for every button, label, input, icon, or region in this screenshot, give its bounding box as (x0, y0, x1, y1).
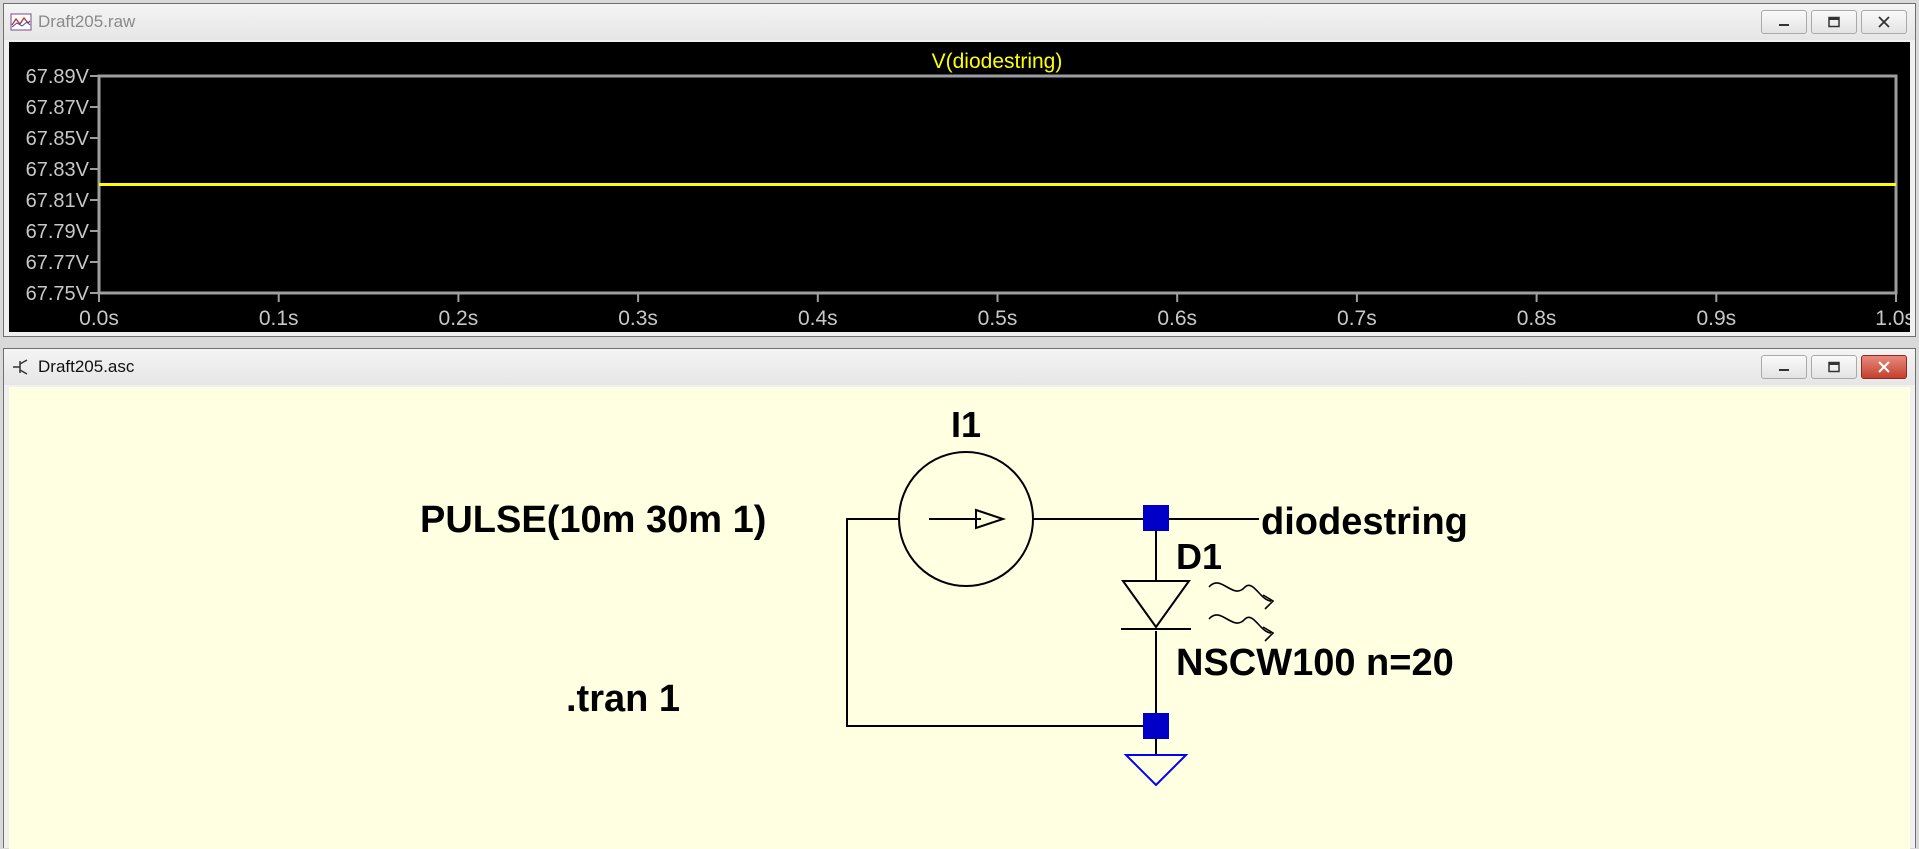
net-label[interactable]: diodestring (1261, 501, 1468, 543)
voltage-chart: V(diodestring) 67.89V 67.87V 67.85V 67.83V 6… (26, 50, 1910, 330)
junction-top[interactable] (1143, 505, 1169, 531)
y-tick-label: 67.83V (26, 159, 90, 181)
y-tick-label: 67.75V (26, 283, 90, 305)
schematic-icon (13, 359, 28, 375)
diode-value-label[interactable]: NSCW100 n=20 (1176, 642, 1454, 684)
y-tick-label: 67.89V (26, 66, 90, 88)
x-tick-label: 0.0s (79, 307, 119, 330)
x-tick-label: 0.7s (1337, 307, 1377, 330)
source-value-label[interactable]: PULSE(10m 30m 1) (420, 499, 766, 541)
y-tick-label: 67.79V (26, 221, 90, 243)
y-tick-label: 67.87V (26, 97, 90, 119)
window-title: Draft205.asc (38, 357, 135, 376)
ground-icon[interactable] (1123, 754, 1189, 787)
waveform-titlebar[interactable]: Draft205.raw (4, 4, 1915, 40)
maximize-button[interactable] (1811, 355, 1857, 379)
close-button[interactable] (1861, 10, 1907, 34)
schematic-canvas[interactable]: I1 PULSE(10m 30m 1) diodestring D1 NSCW1… (9, 387, 1910, 849)
plot-pane[interactable]: V(diodestring) 67.89V 67.87V 67.85V 67.83V 6… (9, 42, 1910, 332)
maximize-button[interactable] (1811, 10, 1857, 34)
x-tick-label: 0.3s (618, 307, 658, 330)
x-tick-label: 0.9s (1696, 307, 1736, 330)
x-tick-label: 0.5s (978, 307, 1018, 330)
light-emission-icon (1208, 582, 1275, 642)
junction-bottom[interactable] (1143, 713, 1169, 739)
maximize-icon (1828, 16, 1840, 28)
y-tick-label: 67.81V (26, 190, 90, 212)
diode-name-label[interactable]: D1 (1176, 536, 1222, 577)
schematic-window: Draft205.asc (3, 348, 1916, 849)
minimize-button[interactable] (1761, 355, 1807, 379)
y-tick-label: 67.77V (26, 252, 90, 274)
waveform-icon (10, 13, 32, 31)
led-diode-symbol[interactable] (1121, 580, 1191, 630)
chart-title: V(diodestring) (932, 50, 1063, 73)
x-tick-label: 0.4s (798, 307, 838, 330)
current-source-symbol[interactable] (898, 451, 1034, 587)
spice-directive[interactable]: .tran 1 (566, 678, 680, 720)
close-button[interactable] (1861, 355, 1907, 379)
schematic-drawing: I1 PULSE(10m 30m 1) diodestring D1 NSCW1… (420, 404, 1468, 787)
minimize-icon (1779, 369, 1789, 371)
x-tick-label: 1.0s (1875, 307, 1910, 330)
close-icon (1878, 16, 1890, 28)
x-tick-label: 0.1s (259, 307, 299, 330)
x-tick-label: 0.2s (439, 307, 479, 330)
x-tick-label: 0.6s (1157, 307, 1197, 330)
source-name-label[interactable]: I1 (951, 404, 981, 445)
close-icon (1878, 361, 1890, 373)
minimize-icon (1779, 24, 1789, 26)
window-title: Draft205.raw (38, 12, 136, 31)
minimize-button[interactable] (1761, 10, 1807, 34)
y-tick-label: 67.85V (26, 128, 90, 150)
maximize-icon (1828, 361, 1840, 373)
wire-loop[interactable] (846, 518, 1157, 727)
schematic-titlebar[interactable]: Draft205.asc (4, 349, 1915, 385)
waveform-window: Draft205.raw V(diodestring) 67.89V 67.87V… (3, 3, 1916, 337)
x-tick-label: 0.8s (1517, 307, 1557, 330)
